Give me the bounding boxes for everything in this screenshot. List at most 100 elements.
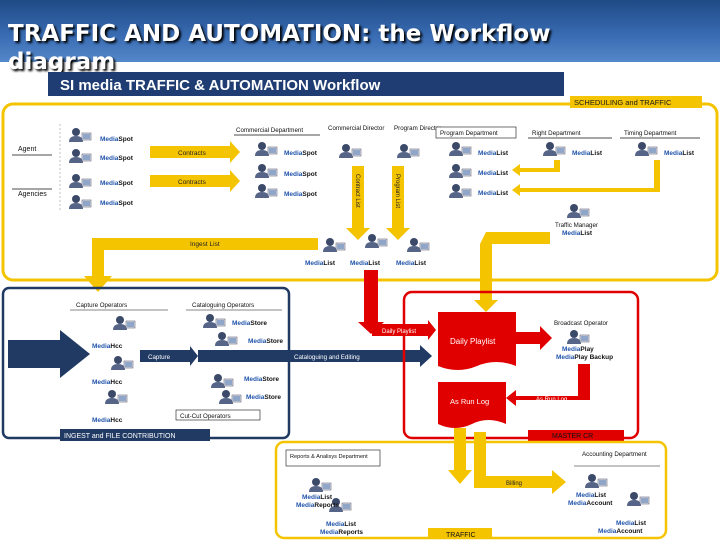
svg-text:MediaList: MediaList [616, 520, 647, 527]
svg-text:MediaList: MediaList [396, 260, 427, 267]
cap-hcc-3: Hcc [110, 417, 122, 424]
svg-text:MediaList: MediaList [305, 260, 336, 267]
cat-store-4: Store [264, 394, 281, 401]
billing-label: Billing [506, 481, 522, 487]
svg-text:MediaPlay Backup: MediaPlay Backup [556, 354, 613, 361]
svg-text:MediaSpot: MediaSpot [100, 155, 134, 162]
contract-list-arrow [346, 166, 370, 240]
prog-media-1: Media [478, 150, 497, 157]
title-bar [0, 0, 720, 62]
ingest-list-arrow [84, 238, 318, 292]
cat-media-3: Media [244, 376, 263, 383]
comm-media-3: Media [284, 191, 303, 198]
svg-text:MediaReports: MediaReports [296, 502, 339, 509]
svg-text:MediaList: MediaList [562, 230, 593, 237]
broadcast-operator-label: Broadcast Operator [554, 320, 608, 327]
as-run-arrow-label: As Run Log [536, 397, 567, 403]
cap-media-2: Media [92, 379, 111, 386]
daily-playlist-arrow-label: Daily Playlist [382, 329, 416, 335]
accounting-department-label: Accounting Department [582, 451, 647, 458]
daily-playlist-box-label: Daily Playlist [450, 337, 496, 346]
bc-play-backup: Play Backup [574, 354, 613, 361]
contracts-arrow-2 [150, 170, 240, 192]
svg-text:MediaList: MediaList [478, 190, 509, 197]
traffic-label: TRAFFIC [446, 532, 476, 539]
cat-store-1: Store [250, 320, 267, 327]
traffic-mgr-media: Media [562, 230, 581, 237]
master-label: MASTER CR [552, 433, 593, 440]
ingest-label: INGEST and FILE CONTRIBUTION [64, 433, 176, 440]
ingest-label-box [60, 429, 210, 441]
traffic-label-box [428, 528, 492, 539]
acc-media-1: Media [576, 492, 595, 499]
program-department-label: Program Department [440, 130, 498, 137]
svg-text:MediaSpot: MediaSpot [284, 150, 318, 157]
master-label-box [528, 430, 624, 441]
reports-department-label: Reports & Analisys Department [290, 454, 368, 460]
to-broadcast-arrow [516, 326, 552, 350]
daily-playlist-arrow [372, 320, 436, 340]
commercial-director-label: Commercial Director [328, 125, 384, 132]
traffic-mgr-list: List [580, 230, 592, 237]
prog-list-3: List [496, 190, 508, 197]
svg-text:MediaSpot: MediaSpot [284, 191, 318, 198]
cutcut-operators-label: Cut-Cut Operators [180, 413, 231, 420]
center-media-1: Media [305, 260, 324, 267]
cataloguing-arrow [198, 345, 432, 367]
svg-text:MediaList: MediaList [576, 492, 607, 499]
slide-title: TRAFFIC AND AUTOMATION: the Workflow dia… [8, 20, 708, 76]
timing-dept-arrow [512, 160, 660, 196]
acc-media-3: Media [616, 520, 635, 527]
mediaspot-spot-4: Spot [118, 200, 133, 207]
scheduling-label-box [570, 96, 702, 108]
program-director-label: Program Director [394, 125, 441, 132]
center-list-1: List [323, 260, 335, 267]
program-list-arrow [386, 166, 410, 240]
svg-text:MediaSpot: MediaSpot [284, 171, 318, 178]
master-section [402, 290, 640, 440]
svg-text:MediaHcc: MediaHcc [92, 417, 123, 424]
cat-store-2: Store [266, 338, 283, 345]
cataloguing-label: Cataloguing and Editing [294, 354, 360, 361]
rep-list-1: List [320, 494, 332, 501]
diagram-banner-text: SI media TRAFFIC & AUTOMATION Workflow [60, 77, 381, 94]
bc-media-2: Media [556, 354, 575, 361]
prog-list-2: List [496, 170, 508, 177]
program-list-label: Program List [394, 174, 400, 208]
contracts-arrow-1 [150, 141, 240, 163]
cat-media-2: Media [248, 338, 267, 345]
cap-hcc-1: Hcc [110, 343, 122, 350]
scheduling-label: SCHEDULING and TRAFFIC [574, 98, 672, 107]
as-run-box-label: As Run Log [450, 397, 489, 406]
prog-media-3: Media [478, 190, 497, 197]
daily-playlist-box [438, 312, 516, 370]
svg-text:MediaPlay: MediaPlay [562, 346, 594, 353]
mediaspot-media-1: Media [100, 136, 119, 143]
right-department-label: Right Department [532, 130, 581, 137]
cat-store-3: Store [262, 376, 279, 383]
svg-text:MediaHcc: MediaHcc [92, 379, 123, 386]
cap-media-1: Media [92, 343, 111, 350]
right-media: Media [572, 150, 591, 157]
capture-big-arrow [8, 330, 90, 378]
prog-list-1: List [496, 150, 508, 157]
svg-text:MediaList: MediaList [326, 521, 357, 528]
cat-media-1: Media [232, 320, 251, 327]
rep-media-2: Media [296, 502, 315, 509]
scheduling-section [1, 102, 719, 282]
mediaspot-spot-1: Spot [118, 136, 133, 143]
svg-text:MediaStore: MediaStore [246, 394, 281, 401]
cap-media-3: Media [92, 417, 111, 424]
comm-spot-1: Spot [302, 150, 317, 157]
right-list: List [590, 150, 602, 157]
acc-account-2: Account [616, 528, 643, 535]
center-media-2: Media [350, 260, 369, 267]
timing-department-label: Timing Department [624, 130, 677, 137]
svg-text:MediaAccount: MediaAccount [598, 528, 643, 535]
acc-account-1: Account [586, 500, 613, 507]
acc-list-2: List [634, 520, 646, 527]
mediaspot-media-3: Media [100, 180, 119, 187]
mediaspot-media-2: Media [100, 155, 119, 162]
red-down-arrow [358, 270, 384, 334]
right-dept-arrow [512, 160, 560, 176]
